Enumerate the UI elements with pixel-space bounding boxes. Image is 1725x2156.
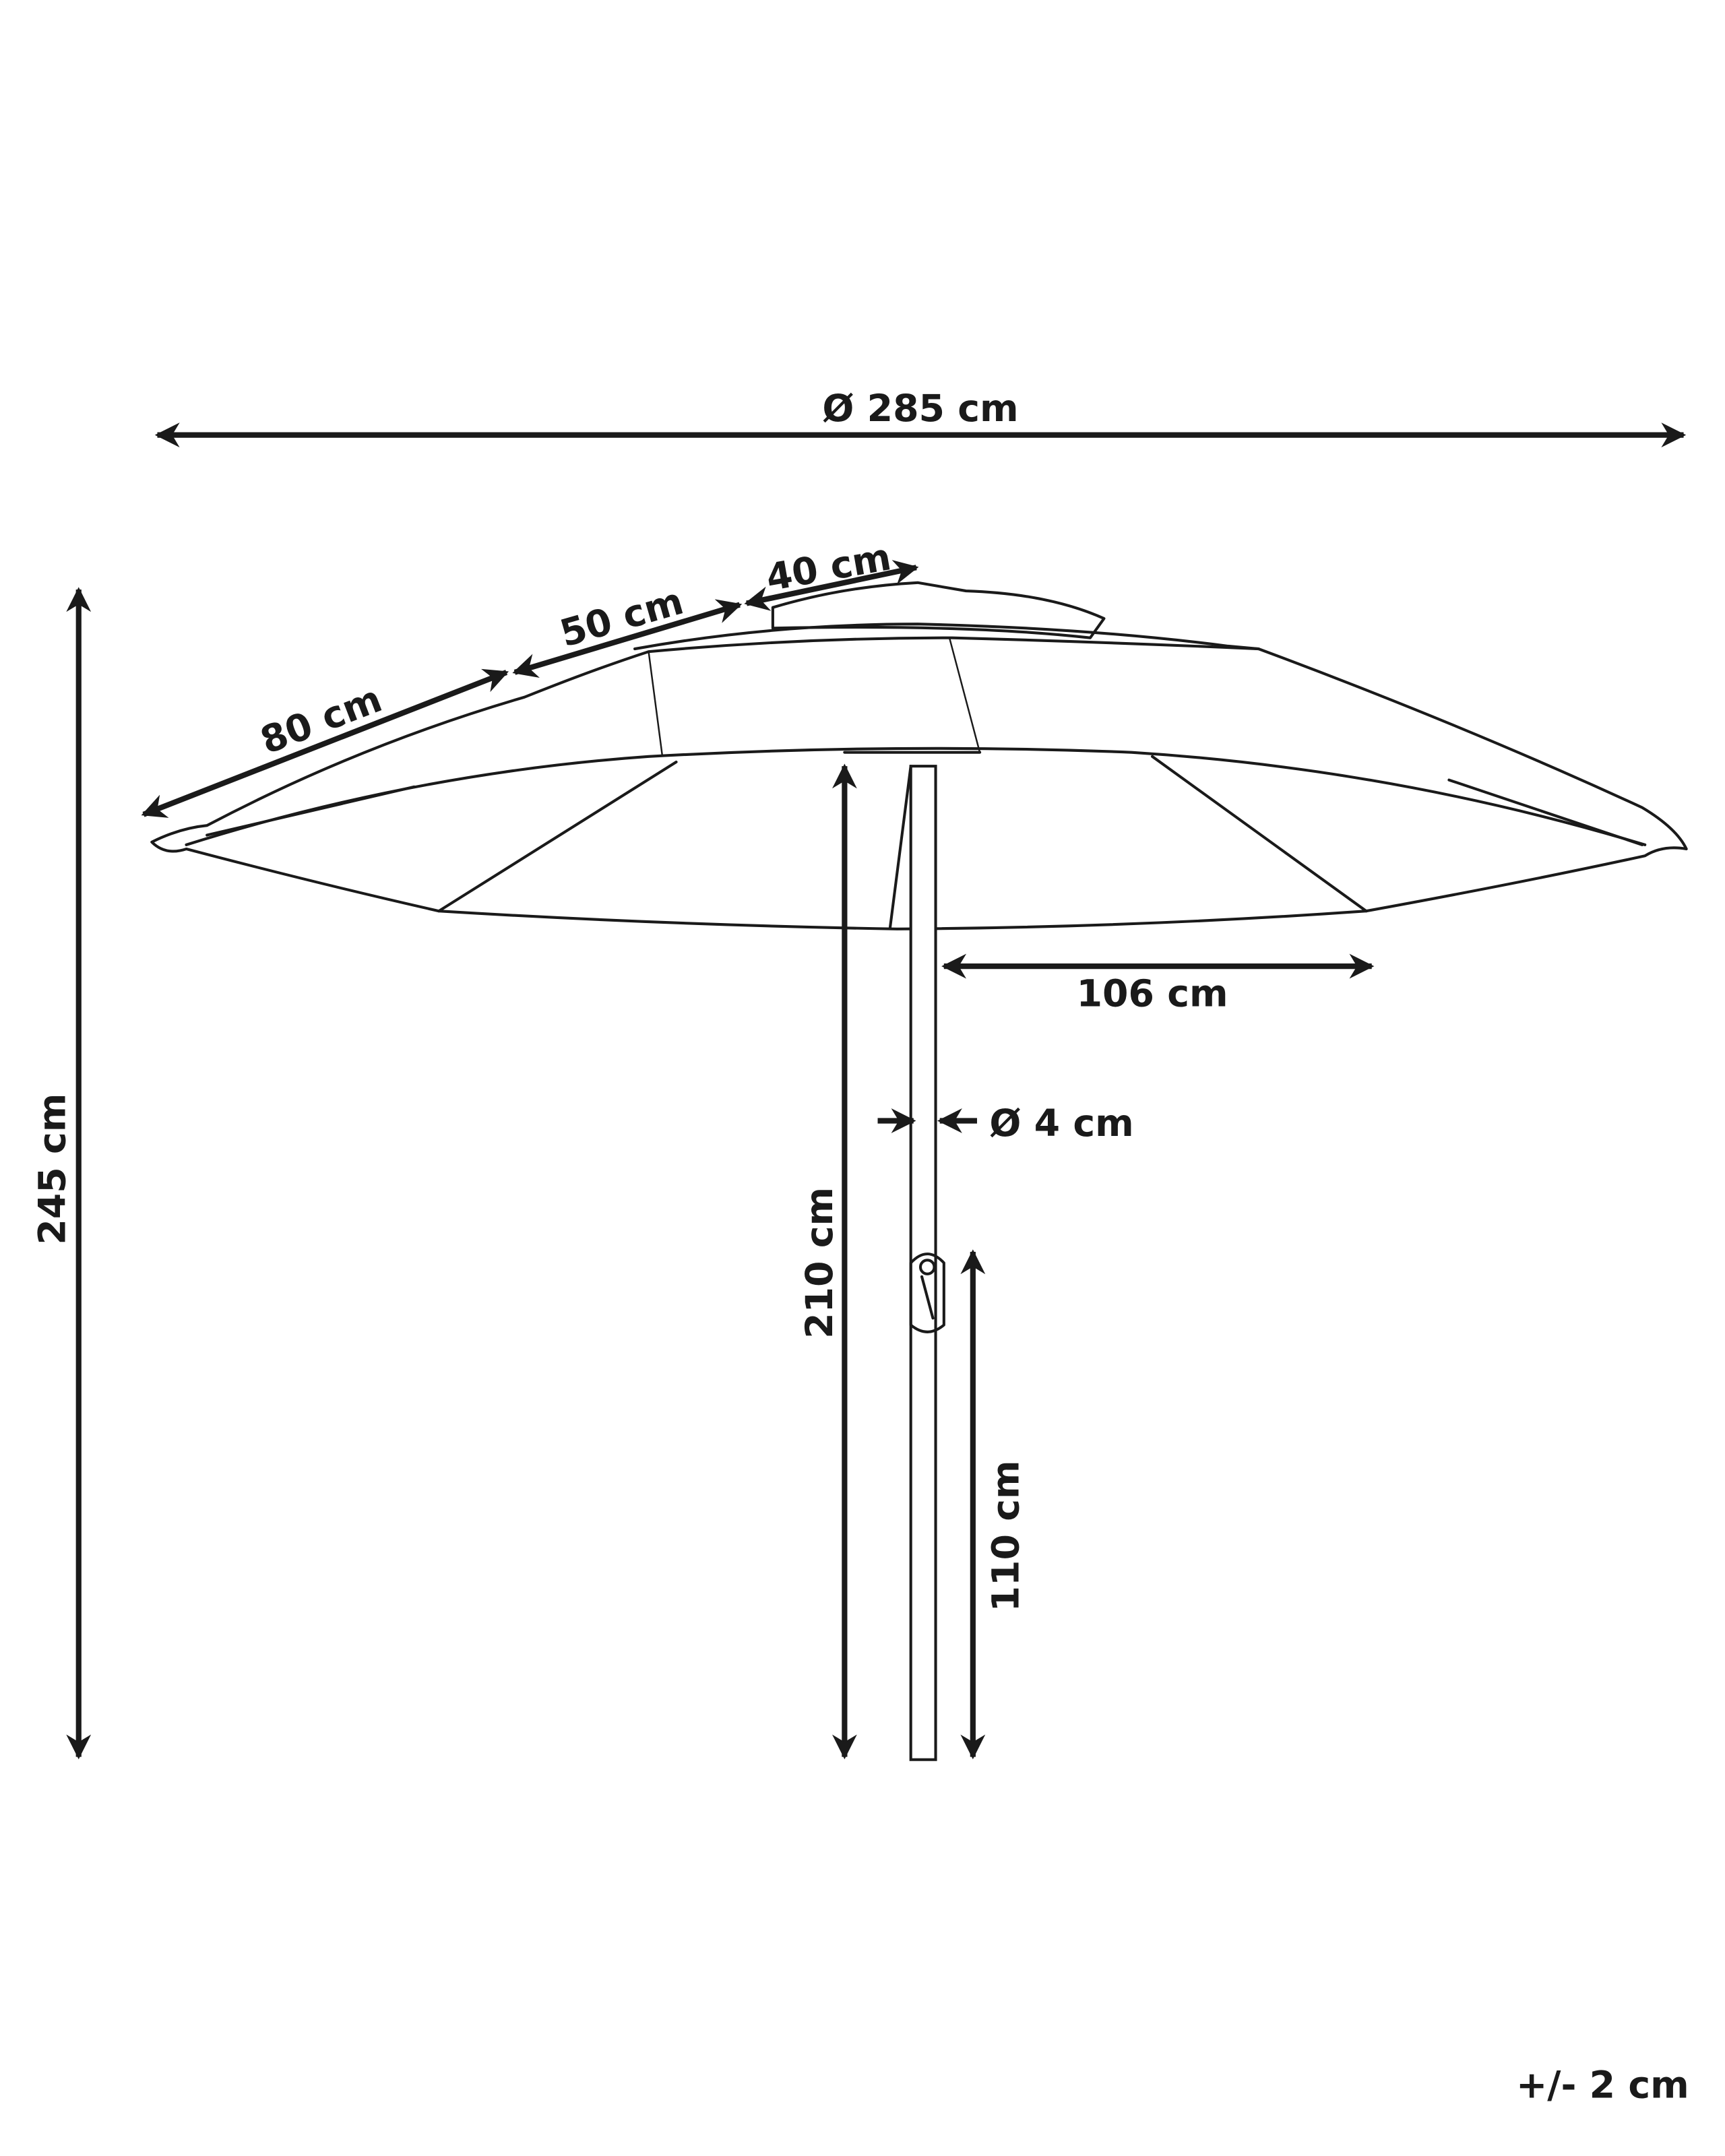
- total-height-label: 245 cm: [31, 1093, 74, 1245]
- radius-label: 106 cm: [1077, 973, 1228, 1016]
- top-segment-label: 40 cm: [763, 536, 894, 600]
- clearance-height-label: 210 cm: [798, 1187, 842, 1339]
- crank-height-label: 110 cm: [984, 1460, 1028, 1612]
- tolerance-note: +/- 2 cm: [1516, 2064, 1689, 2107]
- pole-diameter-label: Ø 4 cm: [989, 1102, 1133, 1145]
- umbrella-illustration: [150, 581, 1688, 1761]
- outer-segment-arrow: [141, 668, 509, 818]
- top-segment-arrow: [744, 560, 919, 611]
- crank-handle: [909, 1253, 945, 1333]
- canopy-diameter-label: Ø 285 cm: [822, 387, 1018, 431]
- middle-segment-arrow: [512, 599, 743, 678]
